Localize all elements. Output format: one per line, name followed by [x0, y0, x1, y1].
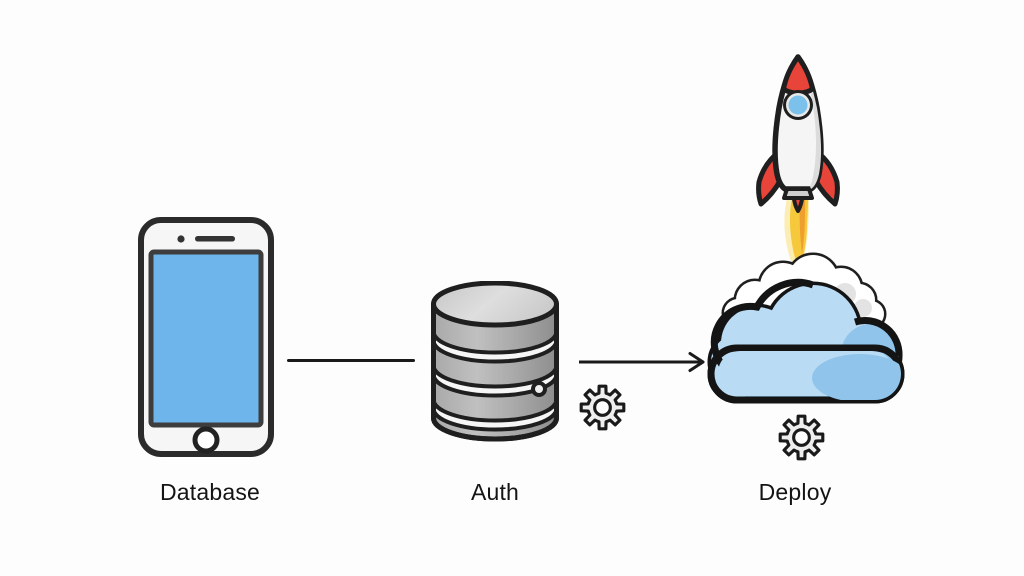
rocket-flame [784, 198, 809, 279]
node-label-deploy: Deploy [758, 479, 832, 505]
rocket-nozzle [782, 187, 814, 200]
db-outline [431, 304, 559, 442]
phone-speaker [195, 236, 235, 242]
node-label-auth: Auth [470, 479, 520, 505]
connector-line-database-auth [287, 359, 415, 362]
phone-screen [148, 249, 264, 428]
connector-arrow-auth-deploy [579, 352, 705, 372]
db-separators [430, 331, 560, 432]
rocket-window [783, 90, 813, 120]
node-label-database: Database [159, 479, 261, 505]
gear-icon [778, 414, 825, 461]
smartphone-icon [138, 217, 274, 457]
gear-icon [579, 384, 626, 431]
db-indicator-dot [531, 381, 547, 397]
arrowhead-icon [688, 352, 705, 372]
phone-home-button [192, 426, 220, 454]
cloud-icon [707, 278, 905, 404]
phone-camera-dot [177, 235, 185, 243]
db-top [431, 281, 559, 328]
rocket-body-shade [805, 70, 822, 189]
rocket-icon [756, 54, 840, 213]
rocket-nose-cone [781, 54, 815, 96]
database-cylinder-icon [430, 281, 560, 442]
rocket-launch-cloud-icon [707, 54, 905, 404]
